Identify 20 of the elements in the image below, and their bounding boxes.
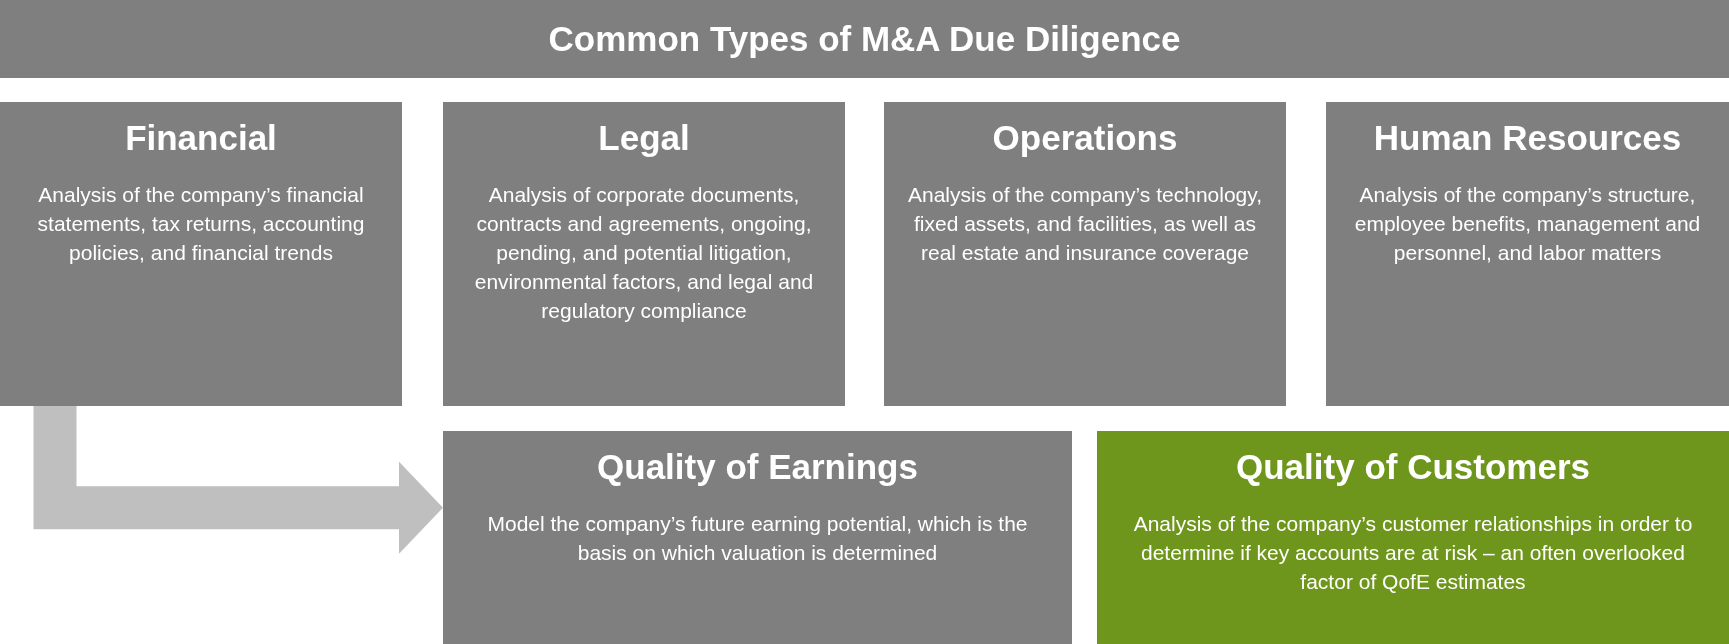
card-heading: Operations xyxy=(991,117,1179,159)
category-card xyxy=(1097,431,1729,644)
block-arrow xyxy=(33,406,443,554)
card-description: Analysis of the company’s structure, employee benefits, management and personnel, and labor matters xyxy=(1353,182,1702,266)
card-description: Analysis of corporate documents, contracts and agreements, ongoing, pending, and potential litigation, environmental factors, and legal and regulatory compliance xyxy=(473,182,815,324)
category-card xyxy=(884,102,1286,406)
card-heading: Financial xyxy=(124,117,278,159)
category-card xyxy=(443,102,845,406)
card-description: Analysis of the company’s customer relationships in order to determine if key accounts are at risk – an often overlooked factor of QofE estimates xyxy=(1132,511,1694,595)
card-heading: Quality of Customers xyxy=(1235,446,1591,488)
card-heading: Human Resources xyxy=(1372,117,1683,159)
title-banner: Common Types of M&A Due Diligence xyxy=(0,0,1729,78)
category-card xyxy=(1326,102,1729,406)
category-card xyxy=(443,431,1072,644)
card-description: Analysis of the company’s financial statements, tax returns, accounting policies, and financial trends xyxy=(36,182,366,266)
card-description: Analysis of the company’s technology, fixed assets, and facilities, as well as real estate and insurance coverage xyxy=(906,182,1264,266)
card-heading: Legal xyxy=(597,117,691,159)
category-card xyxy=(0,102,402,406)
card-heading: Quality of Earnings xyxy=(596,446,919,488)
card-description: Model the company’s future earning potential, which is the basis on which valuation is determined xyxy=(486,511,1029,566)
